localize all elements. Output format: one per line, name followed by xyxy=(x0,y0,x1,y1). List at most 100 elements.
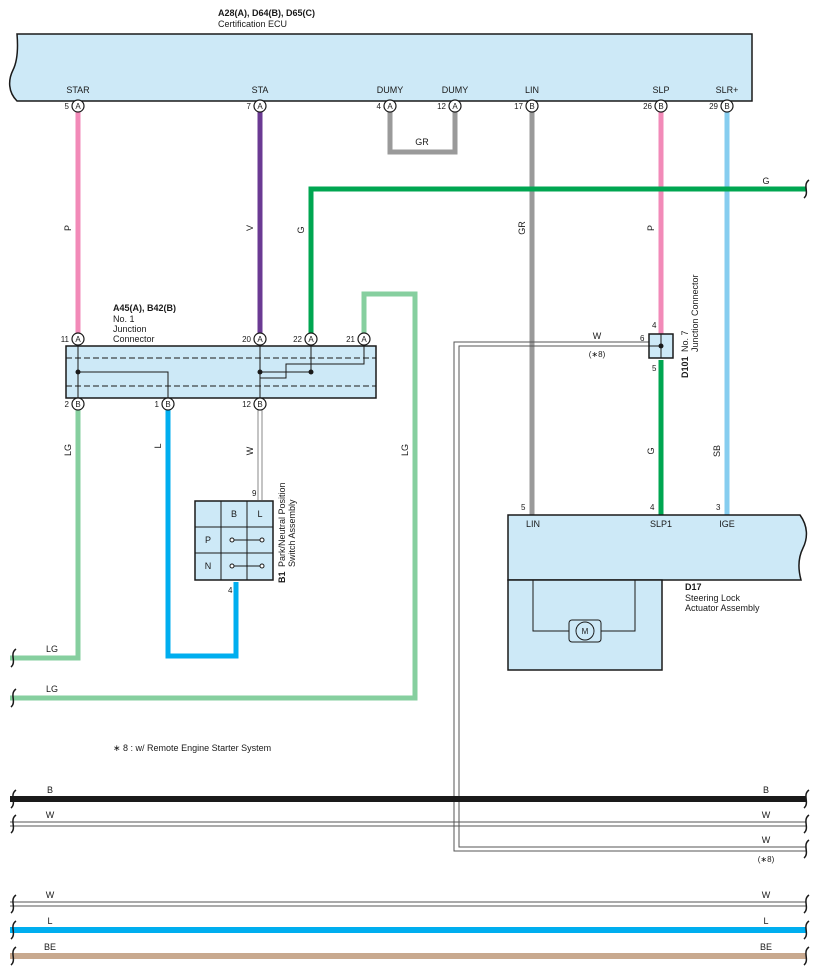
switch-contact-n-a xyxy=(229,563,235,569)
ecu-pin-1-num: 7 xyxy=(247,102,252,111)
wire-w-double-inner xyxy=(458,345,806,848)
wire-label-dumy: GR xyxy=(415,137,429,147)
jc1-line1: No. 1 xyxy=(113,314,135,324)
wire-w-double-outer xyxy=(453,341,806,852)
jc1-bottom-pin-1-num: 1 xyxy=(155,400,160,409)
jc1-int-2 xyxy=(78,371,169,398)
break-mark-left-0 xyxy=(10,648,17,668)
motor-icon xyxy=(575,621,595,641)
jc7-line1: No. 7 xyxy=(680,330,690,352)
jc7-dot xyxy=(658,343,664,349)
switch-pin-top: 9 xyxy=(252,489,257,498)
break-mark-right-0 xyxy=(803,179,810,199)
wire-label-lg-right: LG xyxy=(400,444,410,456)
ecu-pin-2-ring xyxy=(383,99,397,113)
bus-label-l-right: L xyxy=(763,916,768,926)
wire-label-jc-w: W xyxy=(593,331,602,341)
bus-label-l-left: L xyxy=(47,916,52,926)
break-mark-left-6 xyxy=(10,946,17,966)
jc1-top-pin-2-num: 22 xyxy=(293,335,302,344)
jc1-int-5 xyxy=(260,346,365,379)
jc1-bottom-pin-2: B12 xyxy=(242,397,267,411)
wire-label-l-left: L xyxy=(153,443,163,448)
ecu-codes: A28(A), D64(B), D65(C) xyxy=(218,8,315,18)
wire-label-g-slp1: G xyxy=(646,447,656,454)
jc7-pin-top: 4 xyxy=(652,321,657,330)
ecu-pin-0-num: 5 xyxy=(65,102,70,111)
ecu-pin-4-num: 17 xyxy=(514,102,523,111)
switch-cell-n: N xyxy=(205,561,212,571)
bus-label-be-left: BE xyxy=(44,942,56,952)
jc1-dot-1 xyxy=(75,369,81,375)
jc1-bottom-pin-0-conn: B xyxy=(75,400,80,409)
switch-line1: Park/Neutral Position xyxy=(277,482,287,567)
jc1-top-pin-3-conn: A xyxy=(361,335,367,344)
jc1-top-pin-3-num: 21 xyxy=(346,335,355,344)
switch-label-group: B1 Park/Neutral Position Switch Assembly xyxy=(277,482,297,583)
jc1-top-pin-0-ring xyxy=(71,332,85,346)
wire-label-w-switch: W xyxy=(245,446,255,455)
ecu-pin-5-conn: B xyxy=(658,102,663,111)
switch-contact-p-b xyxy=(259,537,265,543)
break-mark-right-4 xyxy=(803,894,810,914)
ecu-pin-2-num: 4 xyxy=(377,102,382,111)
jc1-top-pin-2: A22 xyxy=(293,332,318,346)
jc7-label-group: D101 No. 7 Junction Connector xyxy=(680,274,700,378)
ecu-pin-3-ring xyxy=(448,99,462,113)
wire-label-star: P xyxy=(63,225,73,231)
ecu-terminal-sta: STA xyxy=(252,85,269,95)
jc1-top-pin-2-ring xyxy=(304,332,318,346)
jc1-top-pin-1-ring xyxy=(253,332,267,346)
bus-label-w3-left: W xyxy=(46,890,55,900)
jc1-dot-2 xyxy=(257,369,263,375)
wire-label-sta: V xyxy=(245,225,255,231)
actuator-box xyxy=(507,514,808,581)
ecu-terminal-dumy-1: DUMY xyxy=(377,85,404,95)
actuator-line2: Actuator Assembly xyxy=(685,603,760,613)
ecu-pin-0: A5 xyxy=(65,99,85,113)
wire-label-lg-bottom2: LG xyxy=(46,684,58,694)
ecu-pin-6-conn: B xyxy=(724,102,729,111)
ecu-terminal-lin: LIN xyxy=(525,85,539,95)
ecu-pin-1-ring xyxy=(253,99,267,113)
ecu-terminal-star: STAR xyxy=(66,85,90,95)
ecu-pin-1-conn: A xyxy=(257,102,263,111)
bus-label-w2-note: (∗8) xyxy=(758,855,775,864)
break-mark-right-6 xyxy=(803,946,810,966)
wire-lg-right xyxy=(10,291,418,701)
actuator-pin-lin: 5 xyxy=(521,503,526,512)
jc1-bottom-pin-0-ring xyxy=(71,397,85,411)
jc1-line3: Connector xyxy=(113,334,155,344)
switch-cell-l: L xyxy=(257,509,262,519)
footnote: ∗ 8 : w/ Remote Engine Starter System xyxy=(113,743,271,753)
ecu-pin-2: A4 xyxy=(377,99,397,113)
wire-label-sb-ige: SB xyxy=(712,445,722,457)
ecu-pin-6-num: 29 xyxy=(709,102,718,111)
ecu-terminal-slp: SLP xyxy=(652,85,669,95)
ecu-pin-3-conn: A xyxy=(452,102,458,111)
bus-label-b-left: B xyxy=(47,785,53,795)
jc1-top-pin-1-conn: A xyxy=(257,335,263,344)
jc1-top-pin-3-ring xyxy=(357,332,371,346)
jc1-top-pin-0: A11 xyxy=(61,332,85,346)
switch-line2: Switch Assembly xyxy=(287,499,297,567)
jc1-bottom-pin-2-ring xyxy=(253,397,267,411)
jc1-bottom-pin-0: B2 xyxy=(65,397,85,411)
wire-label-lin: GR xyxy=(517,221,527,235)
switch-cell-b: B xyxy=(231,509,237,519)
ecu-pin-5-ring xyxy=(654,99,668,113)
break-mark-right-2 xyxy=(803,814,810,834)
ecu-pin-0-conn: A xyxy=(75,102,81,111)
jc1-dot-3 xyxy=(308,369,314,375)
break-mark-left-4 xyxy=(10,894,17,914)
ecu-pin-6-ring xyxy=(720,99,734,113)
switch-contact-n-b xyxy=(259,563,265,569)
jc7-code: D101 xyxy=(680,356,690,378)
bus-label-w3-right: W xyxy=(762,890,771,900)
ecu-pin-2-conn: A xyxy=(387,102,393,111)
jc1-bottom-pin-2-num: 12 xyxy=(242,400,251,409)
ecu-terminal-slr: SLR+ xyxy=(716,85,739,95)
